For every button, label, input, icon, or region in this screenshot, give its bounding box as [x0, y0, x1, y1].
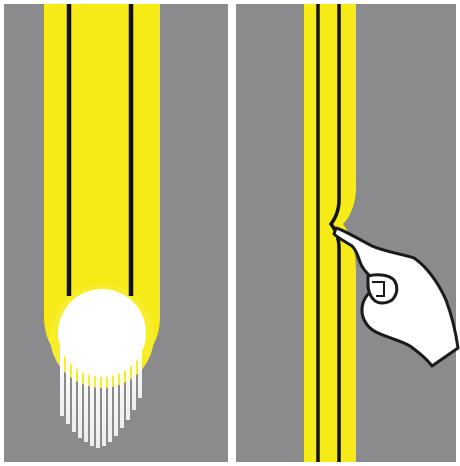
- left-panel: [4, 4, 228, 462]
- panel-divider: [228, 4, 236, 462]
- right-panel: [236, 4, 458, 462]
